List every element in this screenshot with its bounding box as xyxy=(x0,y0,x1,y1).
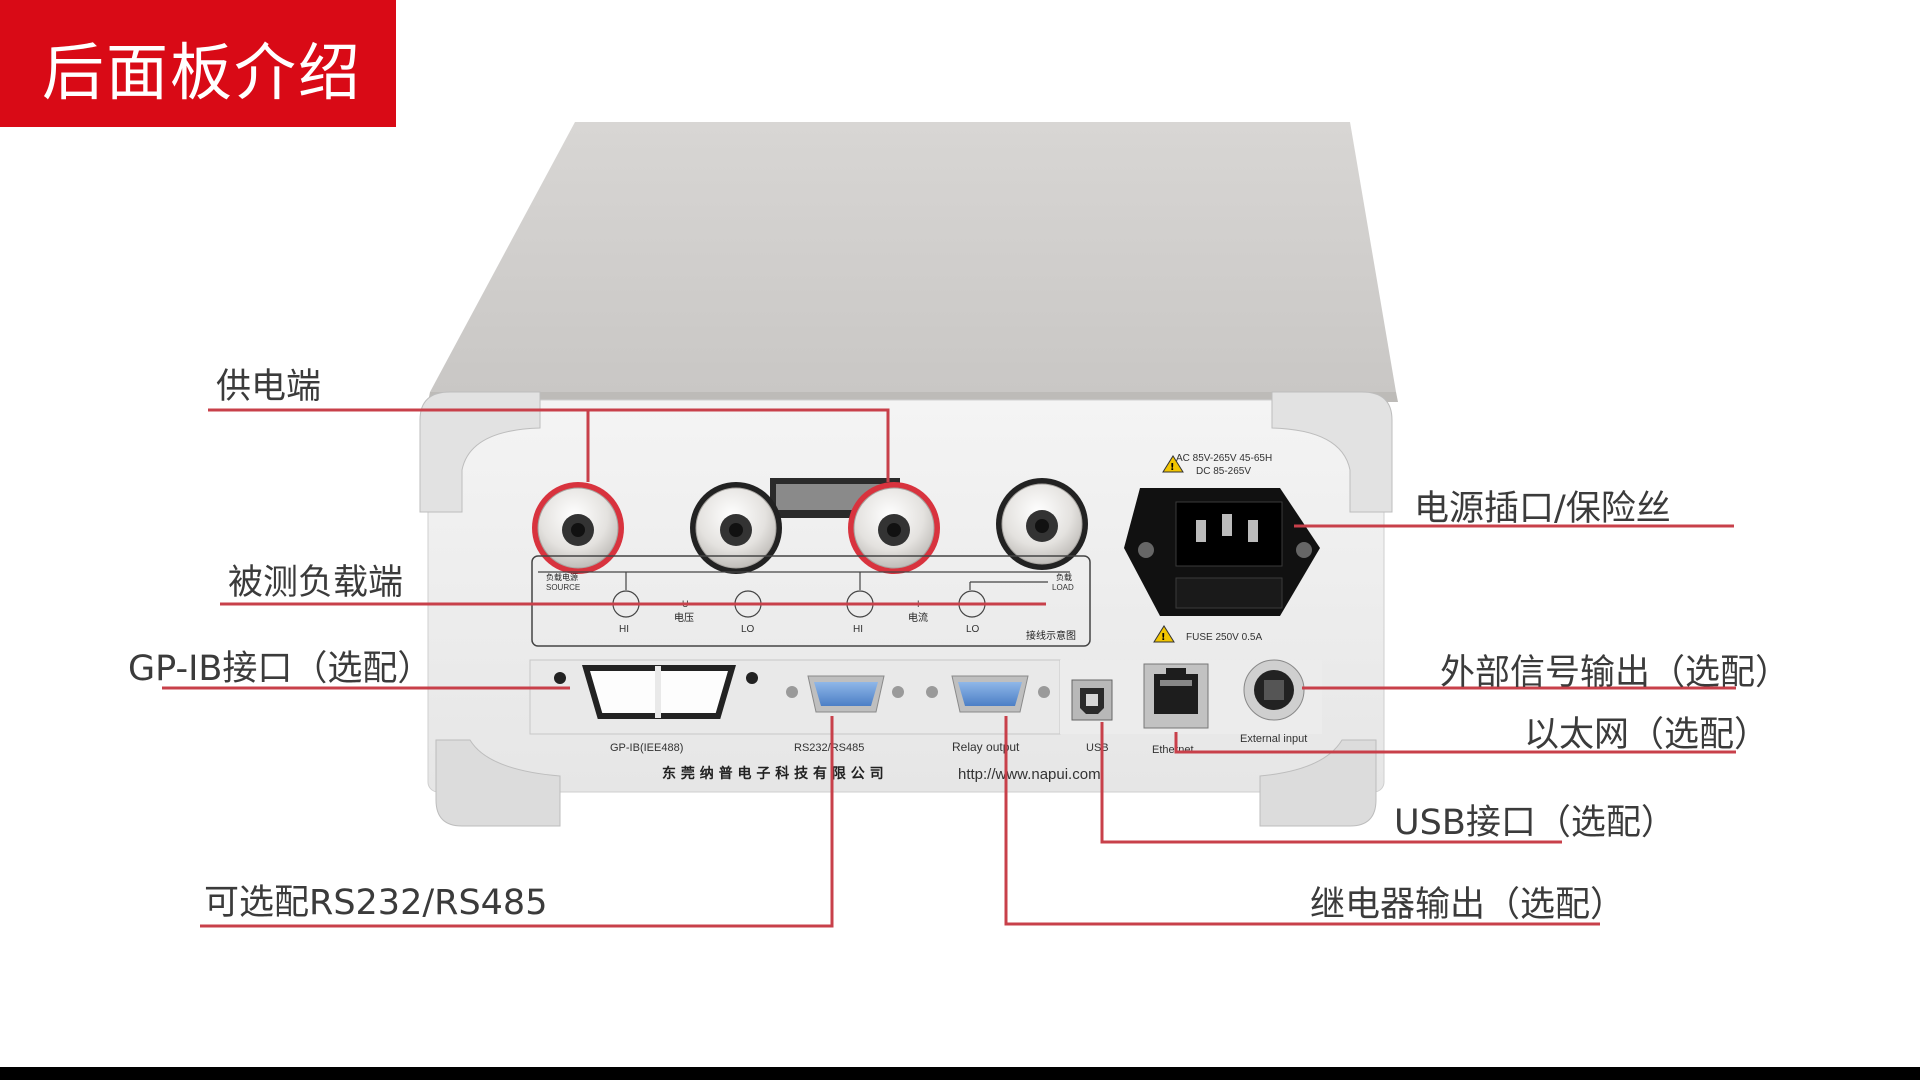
page-title: 后面板介绍 xyxy=(42,36,363,109)
wiring-lo-1: LO xyxy=(741,624,755,635)
callout-relay: 继电器输出（选配） xyxy=(1310,885,1626,925)
company-url: http://www.napui.com xyxy=(958,766,1101,783)
wiring-diagram-box xyxy=(531,555,1091,647)
leader-ethernet xyxy=(1174,732,1736,754)
fuse-warning-icon xyxy=(1153,625,1175,643)
fuse-spec-label: FUSE 250V 0.5A xyxy=(1186,632,1262,643)
callout-power-socket: 电源插口/保险丝 xyxy=(1414,489,1671,529)
port-label-usb: USB xyxy=(1086,742,1109,754)
usb-connector xyxy=(1071,679,1113,721)
device-top-cover xyxy=(430,122,1396,392)
leader-usb xyxy=(1100,722,1562,844)
leader-power-terminal xyxy=(208,408,890,482)
relay-connector xyxy=(926,675,1050,713)
callout-load-terminal: 被测负载端 xyxy=(228,563,404,603)
binding-post-source-lo xyxy=(690,482,782,574)
ethernet-connector xyxy=(1143,663,1209,729)
wiring-lo-2: LO xyxy=(966,624,980,635)
callout-power-terminal: 供电端 xyxy=(216,367,322,407)
wiring-current-label: 电流 xyxy=(908,611,928,624)
rs232-connector xyxy=(786,675,904,713)
callout-usb: USB接口（选配） xyxy=(1394,803,1676,843)
wiring-hi-1: HI xyxy=(619,624,629,635)
port-label-ethernet: Ethernet xyxy=(1152,744,1194,756)
port-label-rs: RS232/RS485 xyxy=(794,742,864,754)
leader-lines xyxy=(162,408,1736,928)
binding-post-load-lo xyxy=(996,478,1088,570)
binding-post-load-hi xyxy=(848,482,940,574)
wiring-source-cn: 负载电源 xyxy=(546,572,578,582)
callout-gpib: GP-IB接口（选配） xyxy=(128,649,433,689)
port-label-gpib: GP-IB(IEE488) xyxy=(610,742,683,754)
svg-text:!: ! xyxy=(1161,632,1166,643)
binding-post-source-hi xyxy=(532,482,624,574)
wiring-diagram-caption: 接线示意图 xyxy=(1026,629,1076,642)
svg-text:!: ! xyxy=(1170,462,1175,473)
gpib-connector xyxy=(554,665,758,719)
foot-bottom-left xyxy=(435,739,561,827)
warning-icon xyxy=(1162,455,1184,473)
company-name: 东 莞 纳 普 电 子 科 技 有 限 公 司 xyxy=(662,765,884,782)
port-label-relay: Relay output xyxy=(952,740,1020,754)
port-label-external: External input xyxy=(1240,733,1307,745)
leader-rs232 xyxy=(200,716,834,928)
wiring-load-en: LOAD xyxy=(1052,583,1074,592)
callout-external-output: 外部信号输出（选配） xyxy=(1440,653,1791,693)
callout-rs232: 可选配RS232/RS485 xyxy=(204,883,548,923)
leader-relay xyxy=(1004,716,1600,926)
callout-ethernet: 以太网（选配） xyxy=(1524,715,1770,755)
ac-spec-label: AC 85V-265V 45-65H xyxy=(1176,453,1272,464)
wiring-source-en: SOURCE xyxy=(546,583,580,592)
wiring-hi-2: HI xyxy=(853,624,863,635)
dc-spec-label: DC 85-265V xyxy=(1196,466,1251,477)
wiring-voltage-label: 电压 xyxy=(674,611,694,624)
bottom-bar xyxy=(0,1067,1920,1080)
wiring-load-cn: 负载 xyxy=(1056,572,1072,582)
foot-top-right xyxy=(1271,391,1393,513)
external-input-connector xyxy=(1243,659,1305,721)
title-banner: 后面板介绍 xyxy=(0,0,396,127)
foot-top-left xyxy=(419,391,541,513)
